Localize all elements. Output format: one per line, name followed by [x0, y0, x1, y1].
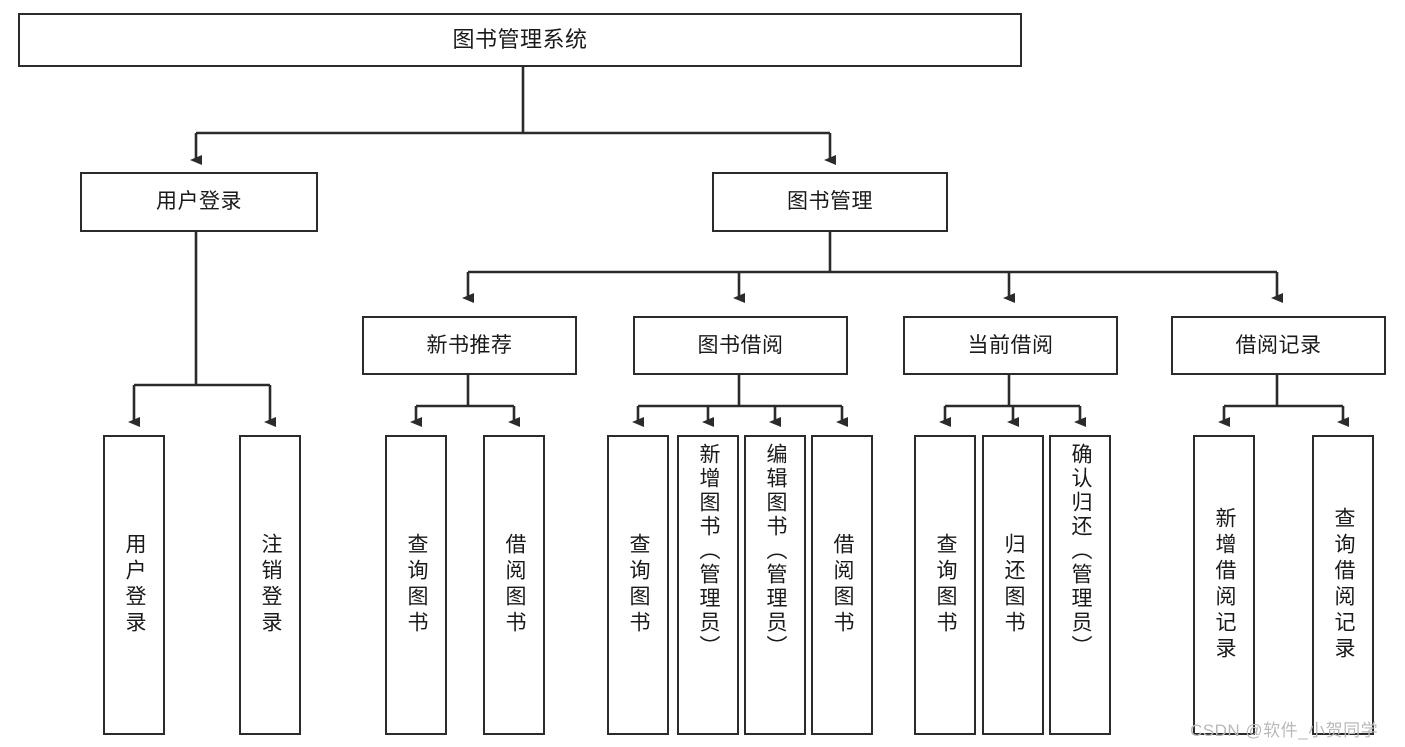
node-label: 确认归还（管理员） — [1069, 443, 1093, 659]
node-label: 新书推荐 — [426, 333, 513, 357]
node-new-book-recommend[interactable]: 新书推荐 — [362, 316, 577, 375]
node-label: 借阅图书 — [831, 533, 855, 637]
node-label: 查询图书 — [627, 533, 651, 637]
node-label: 借阅图书 — [503, 533, 527, 637]
leaf-recommend-query-book[interactable]: 查询图书 — [385, 435, 447, 735]
node-label: 新增借阅记录 — [1213, 507, 1237, 663]
leaf-borrow-add-book-admin[interactable]: 新增图书（管理员） — [677, 435, 739, 735]
node-label: 查询图书 — [405, 533, 429, 637]
leaf-current-return-book[interactable]: 归还图书 — [982, 435, 1044, 735]
leaf-record-add-record[interactable]: 新增借阅记录 — [1193, 435, 1255, 735]
leaf-current-query-book[interactable]: 查询图书 — [914, 435, 976, 735]
node-borrow-record[interactable]: 借阅记录 — [1171, 316, 1386, 375]
node-label: 新增图书（管理员） — [697, 443, 721, 659]
node-label: 归还图书 — [1002, 533, 1026, 637]
node-book-management[interactable]: 图书管理 — [712, 172, 948, 232]
leaf-recommend-borrow-book[interactable]: 借阅图书 — [483, 435, 545, 735]
leaf-borrow-query-book[interactable]: 查询图书 — [607, 435, 669, 735]
node-label: 用户登录 — [156, 190, 242, 214]
node-root-system[interactable]: 图书管理系统 — [18, 13, 1022, 67]
node-label: 查询借阅记录 — [1332, 507, 1356, 663]
node-label: 编辑图书（管理员） — [764, 443, 788, 659]
leaf-user-logout[interactable]: 注销登录 — [239, 435, 301, 735]
watermark-text: CSDN @软件_小贺同学 — [1190, 721, 1379, 740]
node-label: 图书借阅 — [697, 333, 784, 357]
leaf-borrow-edit-book-admin[interactable]: 编辑图书（管理员） — [744, 435, 806, 735]
node-label: 图书管理 — [787, 190, 873, 214]
node-label: 当前借阅 — [967, 333, 1054, 357]
node-label: 借阅记录 — [1235, 333, 1322, 357]
node-label: 用户登录 — [123, 533, 147, 637]
leaf-current-confirm-return-admin[interactable]: 确认归还（管理员） — [1049, 435, 1111, 735]
node-label: 注销登录 — [259, 533, 283, 637]
node-label: 查询图书 — [934, 533, 958, 637]
leaf-borrow-borrow-book[interactable]: 借阅图书 — [811, 435, 873, 735]
node-user-login[interactable]: 用户登录 — [80, 172, 318, 232]
node-current-borrow[interactable]: 当前借阅 — [903, 316, 1118, 375]
leaf-user-login[interactable]: 用户登录 — [103, 435, 165, 735]
node-book-borrow[interactable]: 图书借阅 — [633, 316, 848, 375]
node-label: 图书管理系统 — [452, 26, 588, 52]
leaf-record-query-record[interactable]: 查询借阅记录 — [1312, 435, 1374, 735]
